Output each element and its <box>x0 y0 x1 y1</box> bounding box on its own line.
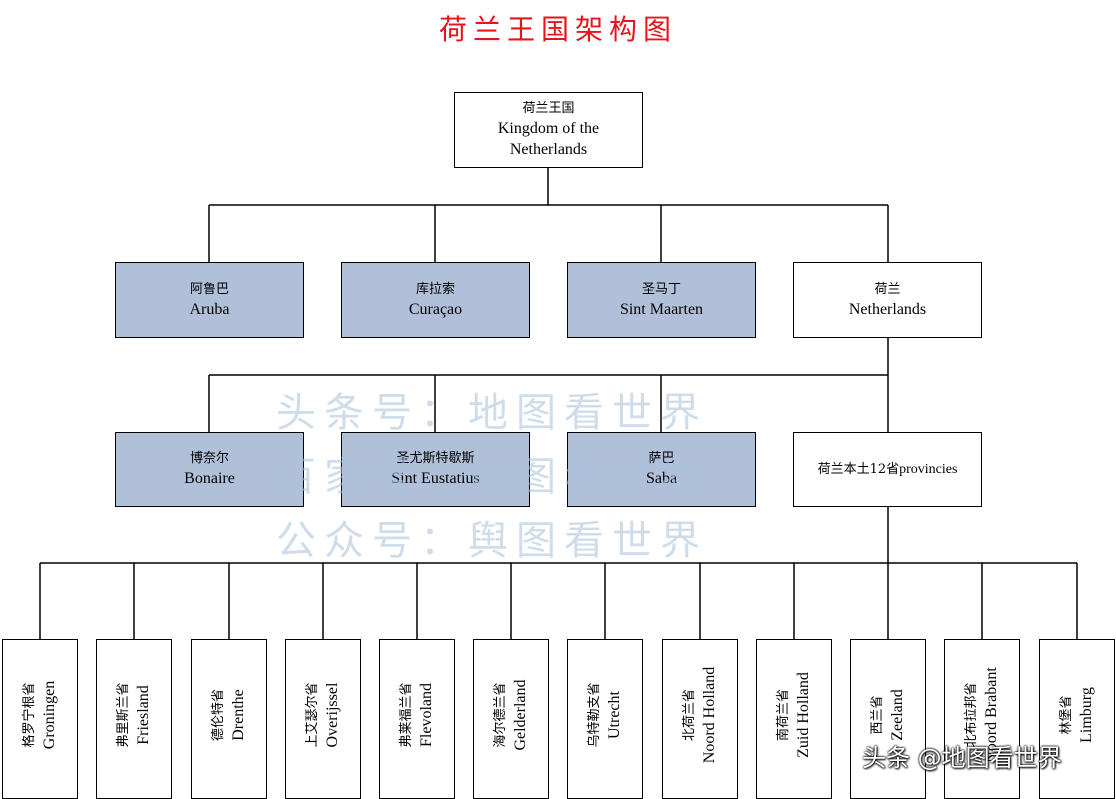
node-sint-eustatius-en: Sint Eustatius <box>391 470 480 487</box>
node-sint-eustatius-cn: 圣尤斯特歇斯 <box>396 451 475 466</box>
node-aruba: 阿鲁巴 Aruba <box>115 262 304 338</box>
node-saba-cn: 萨巴 <box>648 451 675 466</box>
province-cn: 弗里斯兰省 <box>116 682 131 748</box>
node-netherlands-cn: 荷兰 <box>874 281 901 297</box>
node-sint-maarten-cn: 圣马丁 <box>641 281 681 297</box>
province-friesland: 弗里斯兰省 Friesland <box>96 639 172 799</box>
province-cn: 格罗宁根省 <box>22 682 37 748</box>
node-saba: 萨巴 Saba <box>567 432 756 507</box>
node-provinces-en: provincies <box>899 461 958 477</box>
province-limburg: 林堡省 Limburg <box>1039 639 1115 799</box>
node-netherlands: 荷兰 Netherlands <box>793 262 982 338</box>
province-cn: 南荷兰省 <box>776 689 791 742</box>
province-en: Limburg <box>1078 687 1095 743</box>
corner-watermark: 头条 @地图看世界 <box>862 744 1062 772</box>
province-noord-holland: 北荷兰省 Noord Holland <box>662 639 738 799</box>
province-zeeland: 西兰省 Zeeland <box>850 639 926 799</box>
province-en: Friesland <box>135 685 152 745</box>
province-cn: 海尔德兰省 <box>493 682 508 748</box>
province-groningen: 格罗宁根省 Groningen <box>2 639 78 799</box>
province-cn: 弗莱福兰省 <box>399 682 414 748</box>
province-en: Utrecht <box>606 691 623 739</box>
node-curacao: 库拉索 Curaçao <box>341 262 530 338</box>
node-bonaire-cn: 博奈尔 <box>189 451 229 466</box>
province-cn: 林堡省 <box>1059 695 1074 735</box>
chart-title: 荷兰王国架构图 <box>438 13 677 46</box>
province-gelderland: 海尔德兰省 Gelderland <box>473 639 549 799</box>
province-cn: 上艾瑟尔省 <box>305 682 320 748</box>
province-drenthe: 德伦特省 Drenthe <box>191 639 267 799</box>
node-sint-maarten-en: Sint Maarten <box>619 300 704 318</box>
node-curacao-cn: 库拉索 <box>415 281 455 297</box>
node-kingdom: 荷兰王国 Kingdom of the Netherlands <box>454 92 643 168</box>
node-sint-maarten: 圣马丁 Sint Maarten <box>567 262 756 338</box>
node-sint-eustatius: 圣尤斯特歇斯 Sint Eustatius <box>341 432 530 507</box>
node-bonaire-en: Bonaire <box>184 470 235 487</box>
province-utrecht: 乌特勒支省 Utrecht <box>567 639 643 799</box>
province-en: Zeeland <box>889 689 906 741</box>
province-en: Gelderland <box>512 679 529 751</box>
node-netherlands-en: Netherlands <box>848 300 927 318</box>
node-aruba-cn: 阿鲁巴 <box>189 281 229 297</box>
province-overijssel: 上艾瑟尔省 Overijssel <box>285 639 361 799</box>
province-en: Drenthe <box>230 689 247 741</box>
province-flevoland: 弗莱福兰省 Flevoland <box>379 639 455 799</box>
node-provinces-cn: 荷兰本土12省 <box>817 461 900 477</box>
province-en: Groningen <box>41 680 58 750</box>
node-curacao-en: Curaçao <box>408 300 463 318</box>
node-bonaire: 博奈尔 Bonaire <box>115 432 304 507</box>
node-kingdom-cn: 荷兰王国 <box>522 101 575 116</box>
province-en: Noord Holland <box>701 666 718 764</box>
node-provinces-label: 荷兰本土12省provincies <box>818 461 958 479</box>
province-cn: 乌特勒支省 <box>587 682 602 748</box>
node-aruba-en: Aruba <box>189 300 230 318</box>
province-cn: 北荷兰省 <box>682 689 697 742</box>
province-zuid-holland: 南荷兰省 Zuid Holland <box>756 639 832 799</box>
province-en: Flevoland <box>418 683 435 747</box>
node-kingdom-en: Kingdom of the Netherlands <box>497 120 600 158</box>
node-provinces: 荷兰本土12省provincies <box>793 432 982 507</box>
province-cn: 西兰省 <box>870 695 885 735</box>
province-cn: 德伦特省 <box>211 689 226 742</box>
province-en: Zuid Holland <box>795 672 812 758</box>
node-saba-en: Saba <box>645 470 678 487</box>
province-en: Overijssel <box>324 682 341 748</box>
